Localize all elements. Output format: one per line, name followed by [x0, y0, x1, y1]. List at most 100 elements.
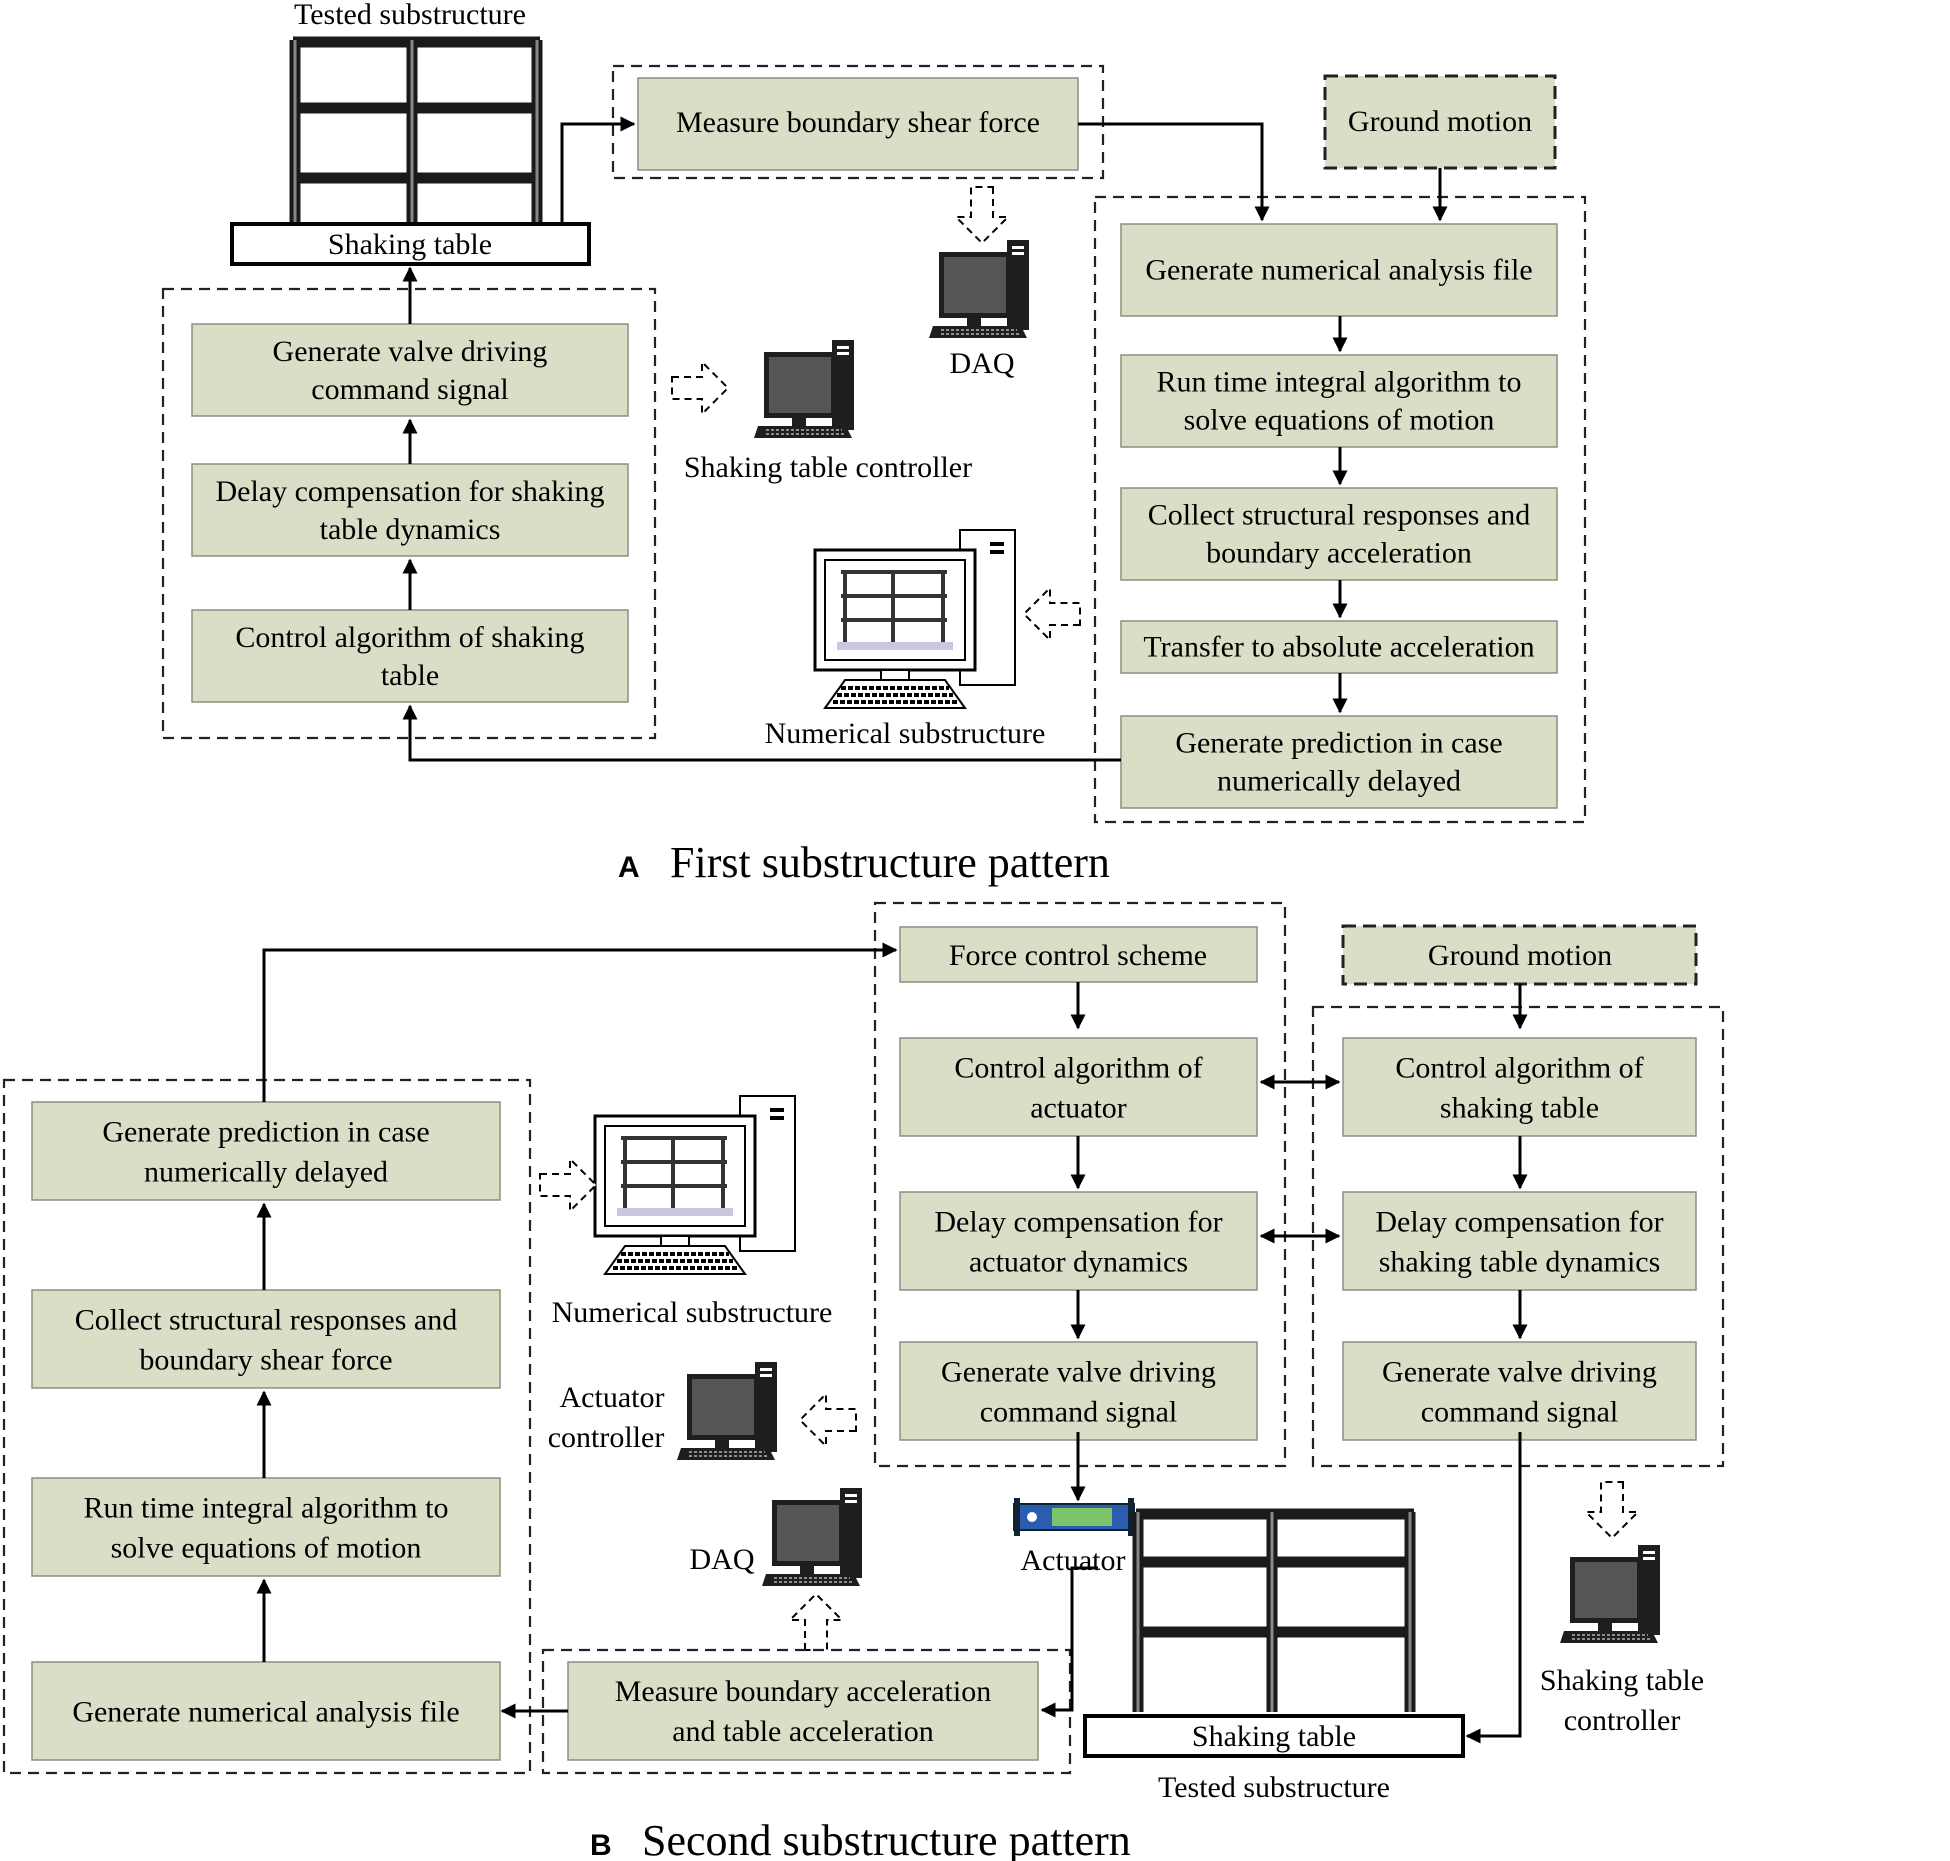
daq-computer-icon-b — [761, 1487, 863, 1587]
b-left-step-box — [31, 1101, 501, 1201]
b-right-step-box — [1342, 1191, 1697, 1291]
arrow-structure-to-measure — [1040, 1566, 1098, 1718]
a-right-step-box — [1120, 715, 1558, 809]
a-left-step-text: table — [381, 659, 439, 692]
b-right-step-text: shaking table — [1440, 1092, 1599, 1125]
a-right-step-text: Generate prediction in case — [1175, 727, 1502, 760]
b-mid-step-text: Delay compensation for — [934, 1206, 1222, 1239]
actuator-controller-label-1: Actuator — [560, 1381, 665, 1414]
b-right-step-text: Delay compensation for — [1375, 1206, 1663, 1239]
controller-arrow-icon-a — [671, 359, 730, 417]
left-steps-a: Generate valve driving command signalDela… — [191, 323, 629, 703]
b-mid-step-text: Control algorithm of — [954, 1052, 1202, 1085]
actuator-controller-label-2: controller — [548, 1421, 665, 1454]
a-left-step-text: command signal — [311, 373, 508, 406]
b-right-step-text: shaking table dynamics — [1379, 1246, 1661, 1279]
b-mid-step-text: actuator — [1030, 1092, 1127, 1125]
a-left-step-box — [191, 463, 629, 557]
controller-arrow-icon-b — [1583, 1481, 1641, 1540]
panel-a-letter: A — [618, 851, 640, 884]
b-left-step-box — [31, 1289, 501, 1389]
ground-motion-text-a: Ground motion — [1348, 105, 1532, 138]
b-left-step-text: boundary shear force — [139, 1344, 392, 1377]
b-left-step-text: Generate prediction in case — [102, 1116, 429, 1149]
b-left-step-text: solve equations of motion — [111, 1532, 422, 1565]
left-steps-b: Generate prediction in case numerically d… — [31, 1101, 501, 1761]
b-left-step-box — [31, 1477, 501, 1577]
shaking-table-label-a: Shaking table — [328, 228, 492, 261]
numerical-label-a: Numerical substructure — [765, 717, 1046, 750]
controller-computer-icon-b — [1559, 1544, 1661, 1644]
a-right-step-text: Collect structural responses and — [1148, 499, 1530, 532]
frame-structure-a — [289, 36, 543, 222]
controller-label-a: Shaking table controller — [684, 451, 972, 484]
a-left-step-text: table dynamics — [320, 513, 501, 546]
daq-arrow-icon-a — [953, 186, 1011, 245]
a-right-step-text: Generate numerical analysis file — [1145, 254, 1532, 287]
ground-motion-box-a — [1323, 74, 1557, 170]
b-mid-step-text: command signal — [980, 1396, 1177, 1429]
b-left-step-box — [31, 1661, 501, 1761]
numerical-label-b: Numerical substructure — [552, 1296, 833, 1329]
a-right-step-box — [1120, 620, 1558, 674]
measure-accel-box — [567, 1661, 1039, 1761]
daq-computer-icon-a — [928, 239, 1030, 339]
a-right-step-box — [1120, 487, 1558, 581]
measure-accel-text-1: Measure boundary acceleration — [615, 1675, 991, 1708]
numerical-workstation-icon-a — [813, 528, 1017, 710]
force-control-box — [899, 926, 1258, 983]
a-right-step-text: Transfer to absolute acceleration — [1143, 631, 1534, 664]
controller-label-b-2: controller — [1564, 1704, 1681, 1737]
actuator-controller-arrow-icon — [798, 1391, 857, 1449]
b-left-step-text: numerically delayed — [144, 1156, 388, 1189]
numerical-workstation-icon-b — [593, 1094, 797, 1276]
numerical-arrow-icon-a — [1022, 585, 1081, 643]
a-left-step-text: Delay compensation for shaking — [215, 475, 604, 508]
b-right-step-text: Control algorithm of — [1395, 1052, 1643, 1085]
arrow-prediction-to-control-a — [402, 704, 1121, 762]
a-right-step-text: boundary acceleration — [1206, 537, 1472, 570]
daq-arrow-icon-b — [787, 1592, 845, 1651]
actuator-group-b — [873, 901, 1287, 1468]
frame-structure-b — [1132, 1508, 1416, 1712]
actuator-controller-computer-icon — [676, 1361, 778, 1461]
b-left-step-text: Run time integral algorithm to — [84, 1492, 449, 1525]
panel-a: Tested substructure Shaking table Measur… — [161, 0, 1587, 887]
b-mid-step-box — [899, 1037, 1258, 1137]
tested-substructure-label-a: Tested substructure — [294, 0, 526, 31]
a-left-step-text: Generate valve driving — [273, 335, 548, 368]
panel-b-letter: B — [590, 1829, 612, 1861]
b-right-step-text: command signal — [1421, 1396, 1618, 1429]
a-left-step-box — [191, 609, 629, 703]
b-mid-step-text: Generate valve driving — [941, 1356, 1216, 1389]
a-left-step-text: Control algorithm of shaking — [235, 621, 584, 654]
tested-substructure-label-b: Tested substructure — [1158, 1771, 1390, 1804]
shaking-table-a — [230, 222, 591, 266]
actuator-icon — [1013, 1498, 1135, 1536]
b-right-step-text: Generate valve driving — [1382, 1356, 1657, 1389]
force-control-text: Force control scheme — [949, 939, 1207, 972]
a-right-step-text: Run time integral algorithm to — [1157, 366, 1522, 399]
shaking-table-b — [1083, 1714, 1465, 1758]
b-right-step-box — [1342, 1341, 1697, 1441]
b-mid-step-box — [899, 1191, 1258, 1291]
b-left-step-text: Generate numerical analysis file — [72, 1696, 459, 1729]
b-mid-step-text: actuator dynamics — [969, 1246, 1188, 1279]
a-right-step-text: numerically delayed — [1217, 765, 1461, 798]
a-right-step-text: solve equations of motion — [1184, 404, 1495, 437]
controller-computer-icon-a — [753, 339, 855, 439]
arrow-prediction-to-force — [262, 942, 898, 1102]
numerical-arrow-icon-b — [539, 1156, 598, 1214]
arrow-measure-to-file — [1078, 122, 1270, 222]
b-right-step-box — [1342, 1037, 1697, 1137]
arrow-valve-to-table-b — [1465, 1432, 1522, 1744]
right-group-a — [1093, 195, 1587, 824]
controller-label-b-1: Shaking table — [1540, 1664, 1704, 1697]
a-right-step-box — [1120, 223, 1558, 317]
shaking-table-label-b: Shaking table — [1192, 1720, 1356, 1753]
measure-shear-text: Measure boundary shear force — [676, 106, 1040, 139]
